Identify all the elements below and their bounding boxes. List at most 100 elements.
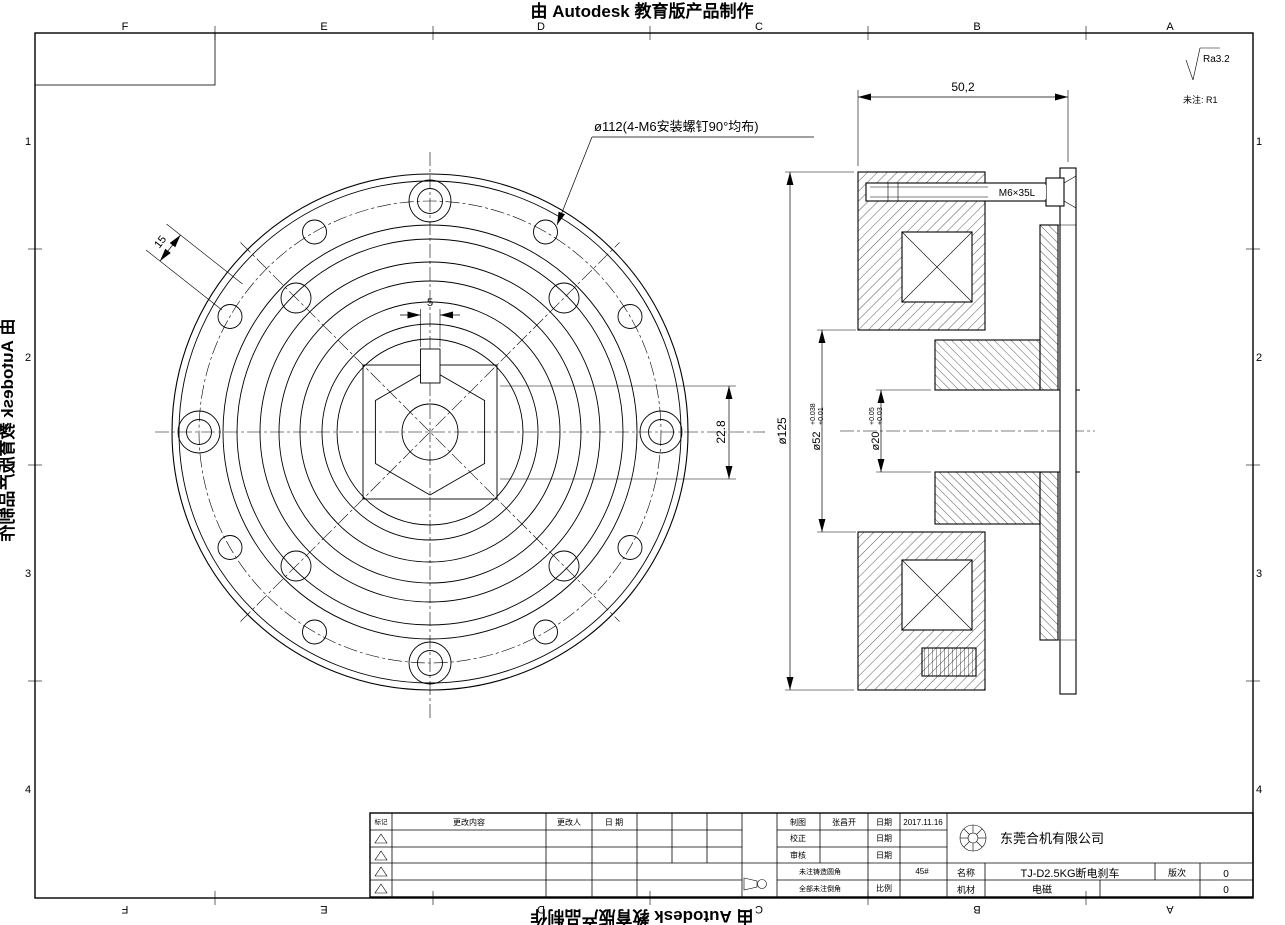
hub-top xyxy=(934,339,1041,391)
flange-circles xyxy=(171,173,689,691)
chamfer-note: 全部未注倒角 xyxy=(799,884,841,893)
revision-triangles xyxy=(374,833,388,894)
center-hub xyxy=(362,348,498,500)
date-label: 日期 xyxy=(876,834,892,843)
dim-text: 15 xyxy=(152,234,169,251)
dim-50-2: 50,2 xyxy=(857,80,1069,166)
mounting-holes xyxy=(177,179,683,685)
roughness-value: Ra3.2 xyxy=(1203,54,1230,65)
material2-value: 电磁 xyxy=(1032,883,1052,896)
zone-label: 2 xyxy=(1256,352,1262,364)
roughness-icon xyxy=(1185,47,1220,81)
unspecified-radius-note: 未注: R1 xyxy=(1183,94,1218,105)
zone-ticks xyxy=(28,26,1260,905)
zone-label: A xyxy=(1166,21,1174,33)
dim-tol-lower: +0.03 xyxy=(877,407,884,425)
company-name: 东莞合机有限公司 xyxy=(1000,831,1104,846)
armature-plate-bottom xyxy=(1039,471,1059,641)
material2-label: 机材 xyxy=(957,884,975,895)
zone-label: E xyxy=(320,903,327,915)
banner-left: 由 Autodesk 教育版产品制作 xyxy=(0,319,17,542)
zone-label: 4 xyxy=(25,784,31,796)
check-label: 校正 xyxy=(790,833,806,843)
part-name: TJ-D2.5KG断电刹车 xyxy=(1020,866,1119,880)
front-view: ø112(4-M6安装螺钉90°均布) 22.8 5 15 xyxy=(145,119,814,718)
name-label: 名称 xyxy=(957,867,975,878)
zone-label: 1 xyxy=(1256,136,1262,148)
zone-label: E xyxy=(320,21,327,33)
scale-label: 比例 xyxy=(876,883,892,893)
zone-letters-top: F E D C B A xyxy=(122,21,1175,33)
keyway-slot xyxy=(420,348,441,384)
centerlines xyxy=(155,152,765,718)
audit-label: 审核 xyxy=(790,850,806,860)
version-value: 0 xyxy=(1223,869,1229,880)
approval-table xyxy=(776,813,948,897)
zone-numbers: 1 2 3 4 1 2 3 4 xyxy=(25,136,1262,796)
zone-label: B xyxy=(973,21,980,33)
drawn-label: 制图 xyxy=(790,817,806,827)
dim-22-8: 22.8 xyxy=(500,385,736,480)
zone-label: 1 xyxy=(25,136,31,148)
dim-tol-lower: +0.01 xyxy=(818,407,825,425)
title-block: 标记 更改内容 更改人 日 期 xyxy=(369,812,1254,898)
corner-box xyxy=(34,32,216,86)
date-value: 2017.11.16 xyxy=(903,818,943,827)
dim-text: ø20 xyxy=(870,432,882,451)
finish-notes: Ra3.2 未注: R1 xyxy=(1183,47,1230,105)
mid-table xyxy=(637,813,777,897)
sheet-frame: F E D C B A F E D C B A 1 2 3 4 1 2 3 4 xyxy=(25,21,1262,915)
rev-col-mark: 标记 xyxy=(375,817,389,826)
spring-detail xyxy=(921,647,977,677)
center-bore xyxy=(401,403,459,461)
dim-tol-upper: +0.05 xyxy=(869,407,876,425)
bolt-label: M6×35L xyxy=(999,188,1036,199)
dim-text: 50,2 xyxy=(951,80,975,94)
coil-top xyxy=(901,231,973,303)
autodesk-banners: 由 Autodesk 教育版产品制作 由 Autodesk 教育版产品制作 由 … xyxy=(0,1,753,925)
dim-d52: ø52 +0.038 +0.01 xyxy=(810,329,856,533)
bolt-circle xyxy=(198,200,662,664)
bolt-head xyxy=(1045,177,1065,207)
dim-text: 22.8 xyxy=(714,420,728,444)
revision-table xyxy=(370,813,638,897)
dim-od125: ø125 xyxy=(775,171,854,691)
zone-label: C xyxy=(755,903,763,915)
coil-bottom xyxy=(901,559,973,631)
projection-symbol xyxy=(743,877,767,891)
dim-text: ø52 xyxy=(811,432,823,451)
zone-label: D xyxy=(537,903,545,915)
rev-col-date: 日 期 xyxy=(605,818,623,827)
zone-letters-bottom: F E D C B A xyxy=(121,903,1173,915)
drawn-by: 张昌开 xyxy=(832,818,856,827)
date-label: 日期 xyxy=(876,851,892,860)
rev-col-by: 更改人 xyxy=(557,817,581,827)
dim-15: 15 xyxy=(145,223,243,311)
armature-plate-top xyxy=(1039,224,1059,391)
banner-bottom: 由 Autodesk 教育版产品制作 xyxy=(531,907,754,925)
leader-bolt-circle: ø112(4-M6安装螺钉90°均布) xyxy=(556,119,814,226)
zone-label: 3 xyxy=(1256,568,1262,580)
zone-label: 3 xyxy=(25,568,31,580)
dim-tol-upper: +0.038 xyxy=(810,403,817,425)
zone-label: A xyxy=(1166,903,1174,915)
version-label: 版次 xyxy=(1168,867,1186,878)
bolt-m6: M6×35L xyxy=(865,175,1077,209)
dim-d20: ø20 +0.05 +0.03 xyxy=(869,389,931,473)
hub-bottom xyxy=(934,471,1041,525)
zone-label: 2 xyxy=(25,352,31,364)
dim-5: 5 xyxy=(400,297,460,347)
company-logo xyxy=(959,824,987,852)
zone-label: D xyxy=(537,21,545,33)
section-view: M6×35L 50,2 ø125 ø52 +0.038 +0.01 xyxy=(775,80,1095,695)
dim-text: ø125 xyxy=(775,417,789,445)
border-rect xyxy=(34,32,1254,899)
sheet-zero: 0 xyxy=(1223,885,1229,896)
zone-label: F xyxy=(121,903,128,915)
rev-col-content: 更改内容 xyxy=(453,817,485,827)
company-block xyxy=(947,862,1253,897)
zone-label: F xyxy=(122,21,129,33)
date-label: 日期 xyxy=(876,818,892,827)
